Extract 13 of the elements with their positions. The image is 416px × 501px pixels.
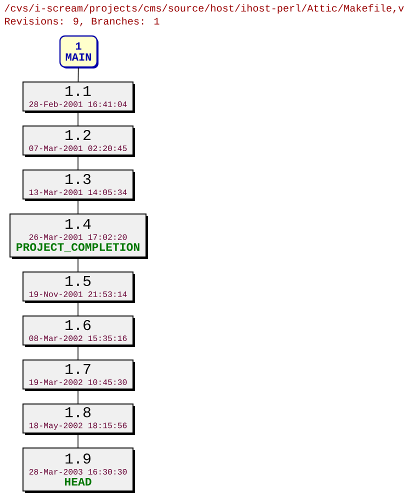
revision-box: 1.2 07-Mar-2001 02:20:45: [22, 126, 135, 157]
revision-box: 1.5 19-Nov-2001 21:53:14: [22, 272, 135, 303]
revision-box: 1.3 13-Mar-2001 14:05:34: [22, 170, 135, 201]
revision-count: Revisions: 9, Branches: 1: [5, 17, 160, 26]
revision-box: 1.8 18-May-2002 18:15:56: [22, 404, 135, 435]
revision-box: 1.7 19-Mar-2002 10:45:30: [22, 360, 135, 391]
file-path: /cvs/i-scream/projects/cms/source/host/ihost-perl/Attic/Makefile,v: [4, 4, 404, 14]
revision-box: 1.4 26-Mar-2001 17:02:20 PROJECT_COMPLETION: [10, 214, 148, 259]
revision-box: 1.6 08-Mar-2002 15:35:16: [22, 316, 135, 347]
branch-box: 1 MAIN: [59, 35, 98, 68]
connector-line: [78, 67, 79, 82]
revision-box: 1.9 28-Mar-2003 16:30:30 HEAD: [22, 448, 135, 493]
revision-box: 1.1 28-Feb-2001 16:41:04: [22, 82, 135, 113]
